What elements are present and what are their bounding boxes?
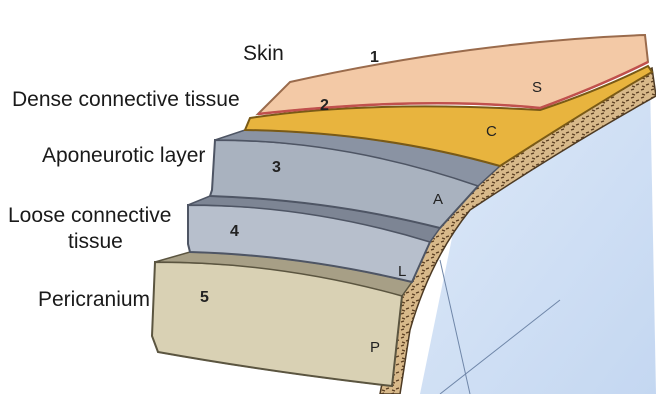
- number-4: 4: [230, 223, 239, 240]
- number-5: 5: [200, 289, 209, 306]
- letter-l: L: [398, 263, 406, 280]
- label-loose-connective-1: Loose connective: [8, 204, 171, 227]
- label-skin: Skin: [243, 42, 284, 65]
- number-1: 1: [370, 49, 379, 66]
- letter-c: C: [486, 123, 497, 140]
- label-loose-connective-2: tissue: [68, 230, 123, 253]
- label-pericranium: Pericranium: [38, 288, 150, 311]
- label-dense-connective: Dense connective tissue: [12, 88, 240, 111]
- number-3: 3: [272, 159, 281, 176]
- letter-s: S: [532, 79, 542, 96]
- letter-a: A: [433, 191, 443, 208]
- letter-p: P: [370, 339, 380, 356]
- label-aponeurotic: Aponeurotic layer: [42, 144, 205, 167]
- number-2: 2: [320, 97, 329, 114]
